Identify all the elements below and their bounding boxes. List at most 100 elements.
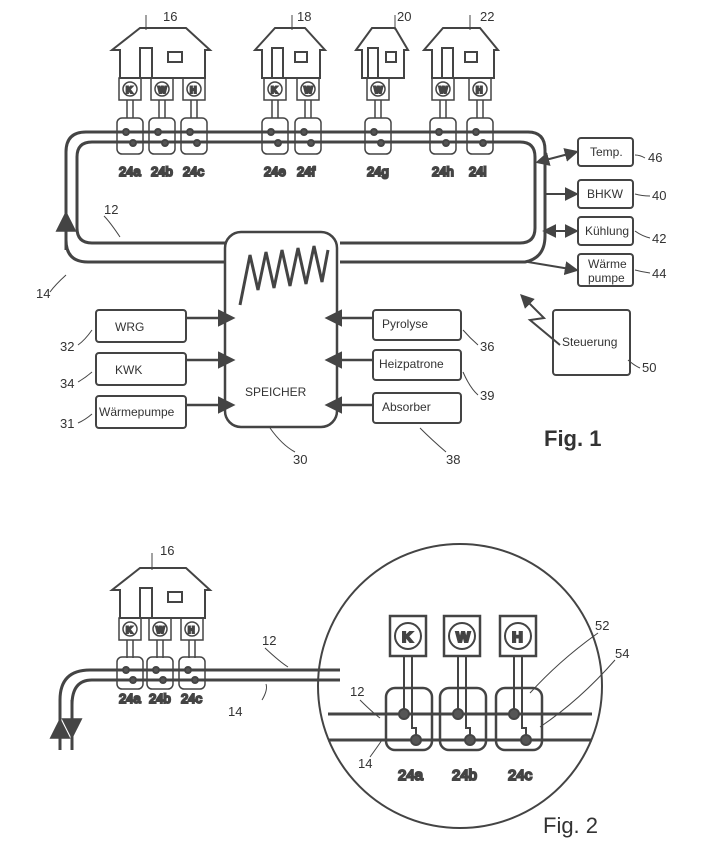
house-ref-20: 20 [397,9,411,24]
svg-text:K: K [126,85,133,95]
unit-h-house-16: H [182,77,206,118]
detail-supply-ref: 12 [350,684,364,699]
fig2-supply-ref: 12 [262,633,276,648]
fig2-substation-24c: 24c [178,656,206,707]
detail-unit-w: W [442,614,482,700]
steuerung-box [552,309,631,376]
svg-text:W: W [374,85,383,95]
svg-text:H: H [190,85,197,95]
fig1-labels: 16 18 20 22 12 14 Temp. 46 BHKW 40 Kühlu… [36,9,666,467]
absorber-ref: 38 [446,452,460,467]
detail-unit-h: H [498,614,538,700]
substation-24e: 24e [261,117,289,180]
detail-substation-label-24c: 24c [508,767,533,784]
substation-label-24e: 24e [264,164,286,179]
unit-w-house-20: W [366,77,390,118]
speicher-tank [223,230,339,429]
substation-label-24a: 24a [119,164,141,179]
substation-24b: 24b [148,117,176,180]
detail-unit-k: K [388,614,428,700]
detail-ref-54: 54 [615,646,629,661]
steuerung-ref: 50 [642,360,656,375]
speicher-ref: 30 [293,452,307,467]
svg-text:H: H [188,625,195,635]
detail-substation-label-24b: 24b [452,767,477,784]
fig2: K W H 24a 24b 24c K W H 24a 24b 24c [49,543,616,829]
fig2-unit-h: H [180,617,204,658]
kwk-ref: 34 [60,376,74,391]
fig2-title: Fig. 2 [543,813,598,838]
supply-ref: 12 [104,202,118,217]
detail-substation-label-24a: 24a [398,767,424,784]
fig1-title: Fig. 1 [544,426,601,451]
kwk-label: KWK [115,363,142,377]
waermepumpe-ref: 44 [652,266,666,281]
waermepumpe-label-1: Wärme [588,257,627,271]
substation-label-24g: 24g [367,164,389,179]
fig2-substation-label-24a: 24a [119,691,141,706]
fig2-substations: 24a 24b 24c [116,656,206,707]
house-ref-22: 22 [480,9,494,24]
temp-label: Temp. [590,145,623,159]
bhkw-ref: 40 [652,188,666,203]
substation-label-24i: 24i [469,164,486,179]
waermepumpe2-ref: 31 [60,416,74,431]
unit-k-house-18: K [263,77,287,118]
detail-substation-24b: 24b [438,686,488,785]
detail-ref-52: 52 [595,618,609,633]
pyrolyse-ref: 36 [480,339,494,354]
wireless-signal-icon [520,294,561,346]
waermepumpe-label-2: pumpe [588,271,625,285]
fig2-substation-24b: 24b [146,656,174,707]
detail-substation-24a: 24a [384,686,434,785]
fig2-return-ref: 14 [228,704,242,719]
bhkw-label: BHKW [587,187,624,201]
house-22 [421,15,501,79]
pyrolyse-label: Pyrolyse [382,317,428,331]
svg-text:W: W [156,625,165,635]
waermepumpe2-label: Wärmepumpe [99,405,175,419]
fig2-unit-w: W [148,617,172,658]
substation-label-24f: 24f [297,164,315,179]
house-16 [109,15,213,79]
svg-text:H: H [512,629,523,646]
substation-label-24b: 24b [151,164,173,179]
fig2-substation-label-24b: 24b [149,691,171,706]
detail-substation-24c: 24c [494,686,544,785]
detail-substations: K W H 24a 24b 24c [384,614,544,785]
fig2-house-16 [109,553,213,619]
fig2-substation-label-24c: 24c [181,691,202,706]
absorber-label: Absorber [382,400,431,414]
detail-return-ref: 14 [358,756,372,771]
fig2-house-ref: 16 [160,543,174,558]
svg-text:K: K [402,629,413,646]
svg-text:K: K [126,625,133,635]
speicher-label: SPEICHER [245,385,307,399]
substation-24a: 24a [116,117,144,180]
svg-text:K: K [271,85,278,95]
return-ref: 14 [36,286,50,301]
svg-text:H: H [476,85,483,95]
wrg-label: WRG [115,320,144,334]
fig2-unit-k: K [118,617,142,658]
substation-label-24c: 24c [183,164,204,179]
substation-24f: 24f [294,117,322,180]
substation-24i: 24i [466,117,494,180]
unit-k-house-16: K [118,77,142,118]
heizpatrone-label: Heizpatrone [379,357,444,371]
substation-24g: 24g [364,117,392,180]
house-ref-18: 18 [297,9,311,24]
fig2-labels: 16 12 14 12 14 52 54 Fig. 2 [160,543,629,838]
substation-24c: 24c [180,117,208,180]
unit-w-house-18: W [296,77,320,118]
svg-text:W: W [304,85,313,95]
unit-w-house-22: W [431,77,455,118]
heat-exchanger-coil [238,245,330,306]
unit-h-house-22: H [468,77,492,118]
unit-w-house-16: W [150,77,174,118]
